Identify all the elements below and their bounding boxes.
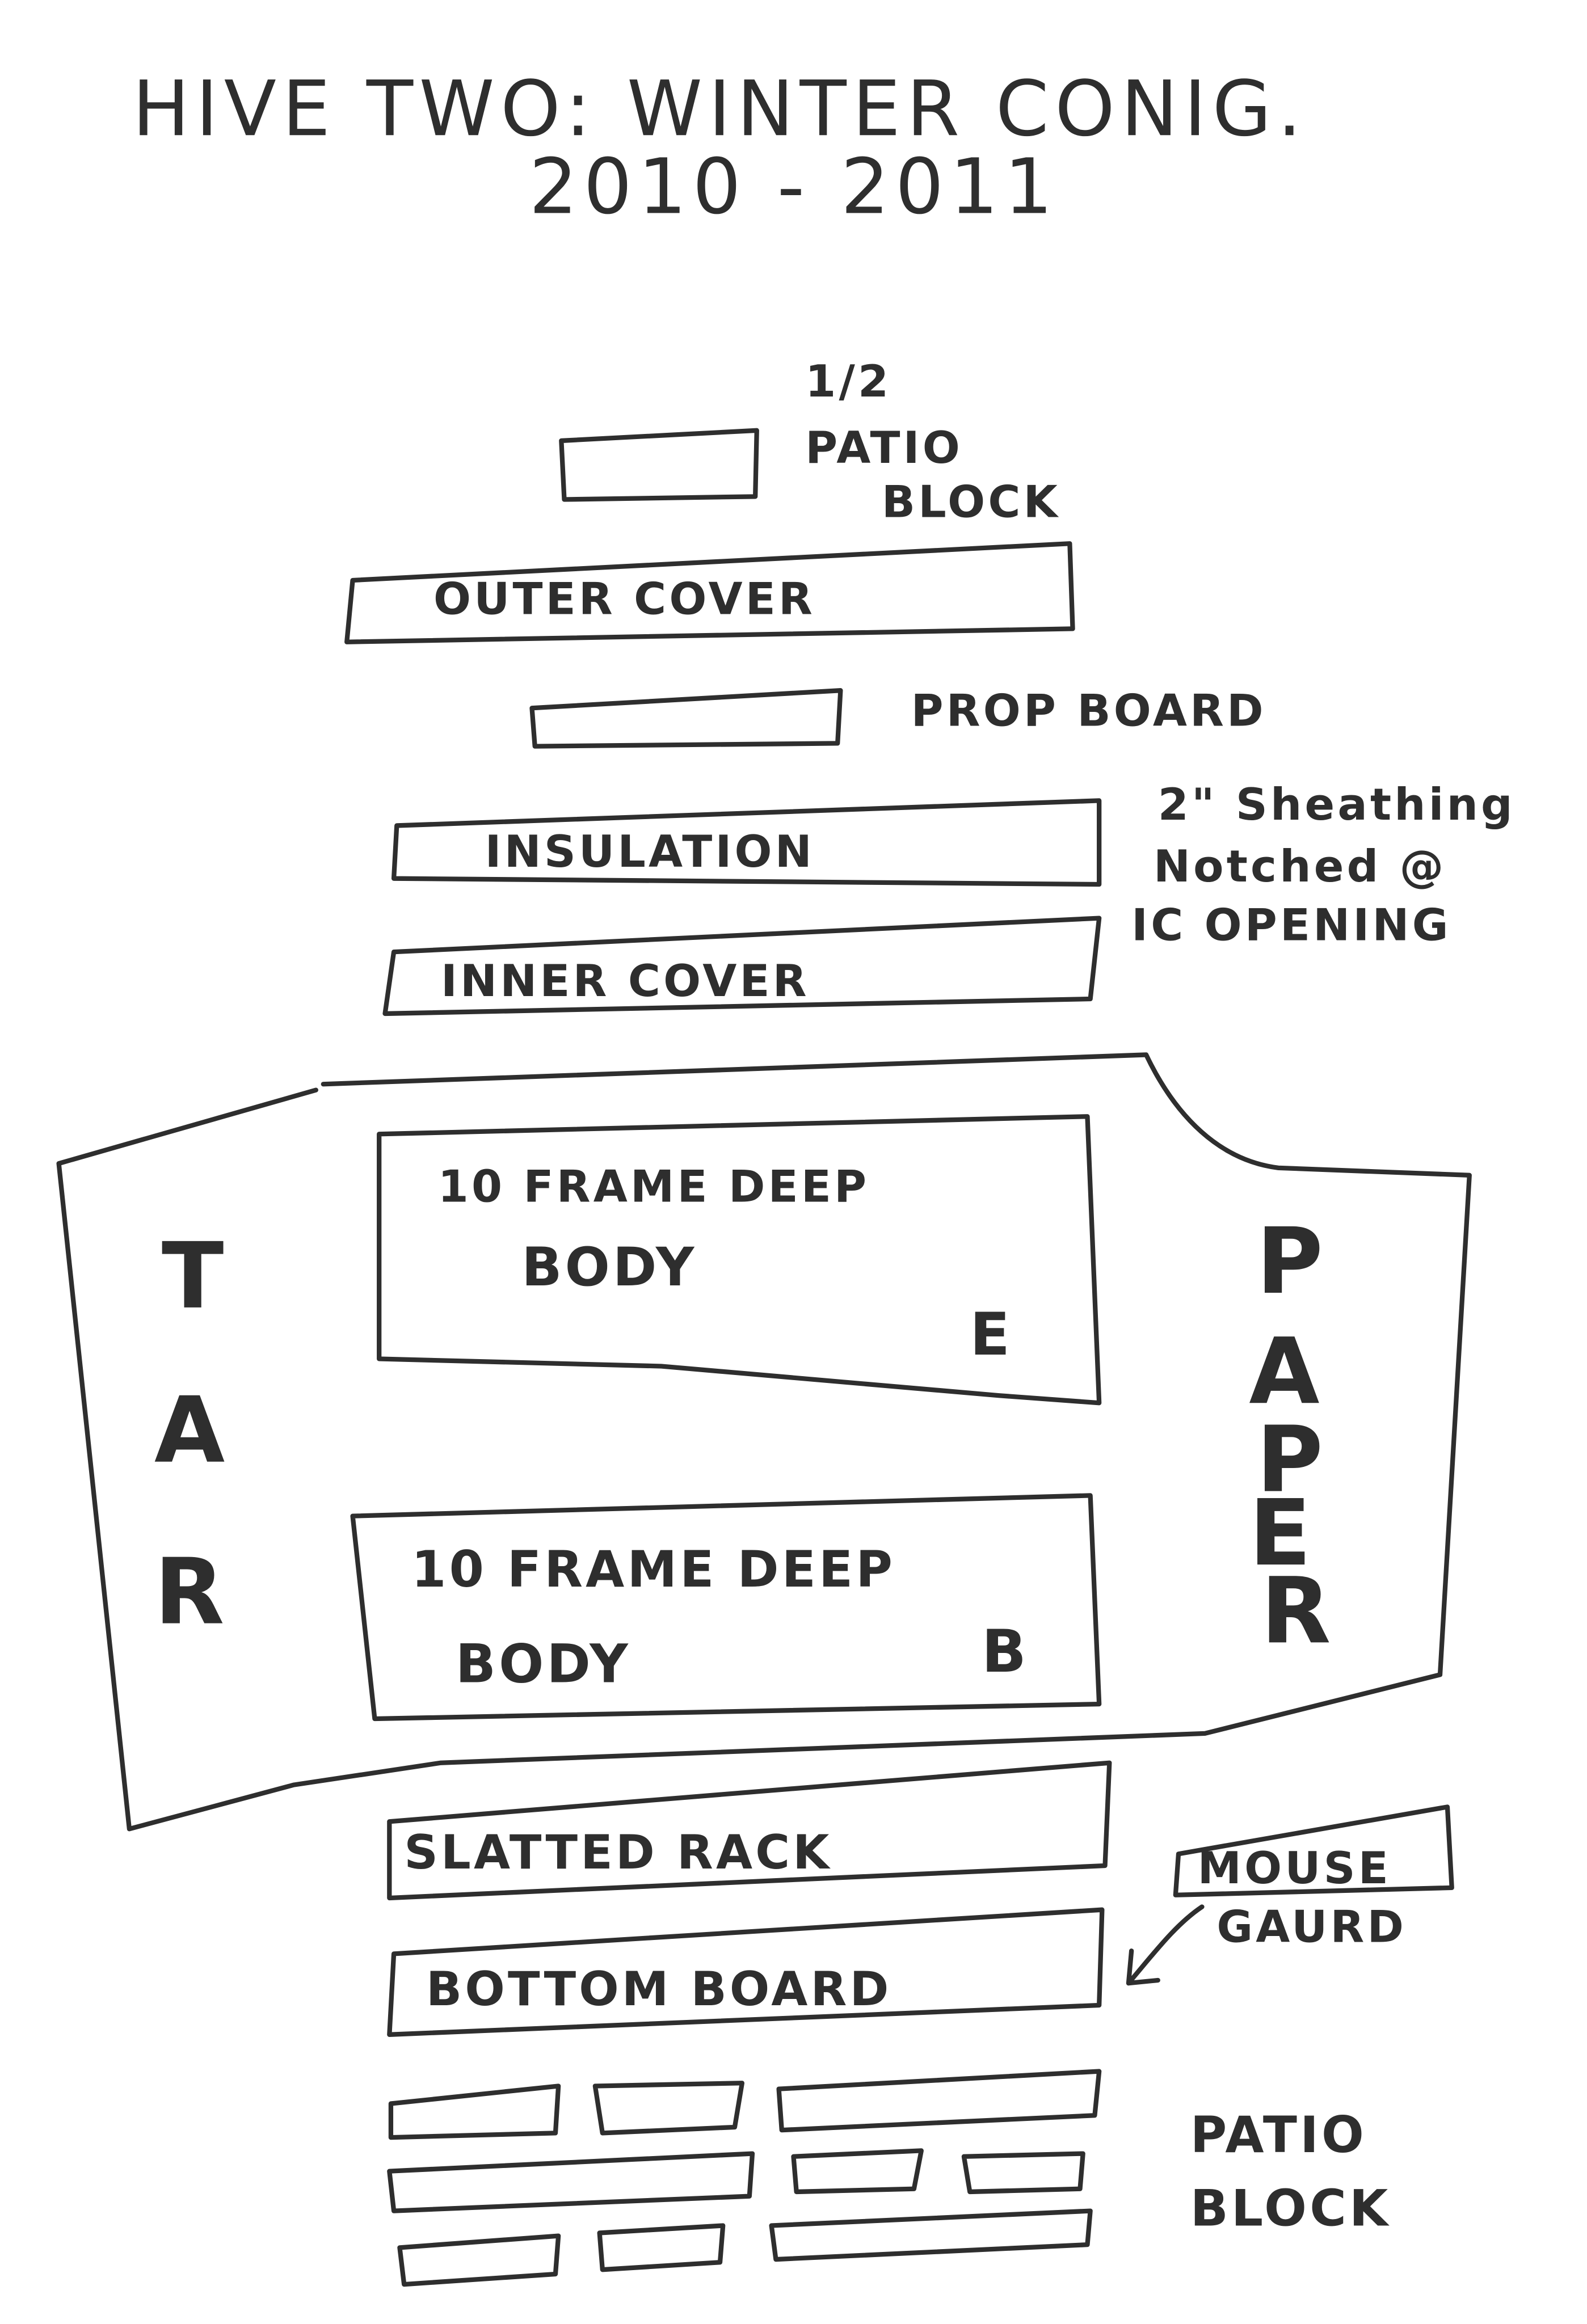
patio-block (592, 2081, 745, 2136)
patio-block (397, 2233, 561, 2287)
half-patio-label-2: PATIO (805, 423, 963, 474)
paper-letter-r: R (1261, 1558, 1334, 1664)
patio-block (387, 2151, 755, 2213)
half-patio-block-shape (559, 428, 759, 502)
arrow-icon (1126, 1904, 1205, 1986)
outer-cover-label: OUTER COVER (433, 574, 815, 625)
paper-letter-e: E (1249, 1480, 1314, 1586)
inner-cover-label: INNER COVER (441, 956, 810, 1007)
slatted-rack-label: SLATTED RACK (404, 1825, 832, 1880)
mouse-guard-label-2: GAURD (1216, 1902, 1407, 1953)
tar-paper-outline (56, 1052, 1472, 1832)
mouse-guard-label-1: MOUSE (1198, 1843, 1391, 1894)
paper-letter-a: A (1249, 1318, 1322, 1424)
half-patio-label-1: 1/2 (805, 356, 891, 407)
tar-letter-a: A (154, 1377, 228, 1483)
patio-block (791, 2148, 924, 2195)
upper-body-label-1: 10 FRAME DEEP (438, 1161, 870, 1212)
insulation-note-2: Notched @ (1154, 841, 1447, 892)
insulation-note-1: 2" Sheathing (1158, 779, 1516, 830)
lower-body-shape (350, 1493, 1102, 1722)
patio-block (597, 2223, 726, 2272)
mouse-guard-shape (1173, 1804, 1454, 1897)
title-line-1: HIVE TWO: WINTER CONIG. (132, 64, 1307, 153)
patio-block (776, 2069, 1102, 2133)
prop-board-shape (529, 688, 843, 749)
upper-body-shape (377, 1114, 1102, 1406)
lower-body-label-2: BODY (456, 1633, 631, 1694)
patio-block (388, 2083, 561, 2140)
bottom-board-shape (387, 1907, 1105, 2037)
tar-letter-t: T (162, 1223, 227, 1329)
title-line-2: 2010 - 2011 (529, 142, 1059, 231)
lower-body-tag: B (982, 1618, 1029, 1686)
patio-blocks (387, 2069, 1102, 2287)
outer-cover-shape (344, 541, 1075, 644)
insulation-label: INSULATION (485, 826, 815, 878)
bottom-board-label: BOTTOM BOARD (426, 1962, 892, 2017)
patio-block (769, 2208, 1093, 2262)
upper-body-tag: E (970, 1301, 1013, 1369)
paper-letter-p1: P (1256, 1208, 1326, 1314)
inner-cover-shape (382, 916, 1102, 1017)
patio-block-label-1: PATIO (1190, 2106, 1367, 2164)
patio-block (961, 2151, 1085, 2195)
paper-letter-p2: P (1256, 1407, 1326, 1513)
slatted-rack-shape (387, 1760, 1112, 1901)
lower-body-label-1: 10 FRAME DEEP (411, 1540, 895, 1598)
insulation-note-3: IC OPENING (1131, 900, 1451, 951)
upper-body-label-2: BODY (521, 1236, 697, 1298)
patio-block-label-2: BLOCK (1190, 2179, 1391, 2237)
tar-letter-r: R (154, 1539, 228, 1645)
prop-board-label: PROP BOARD (911, 685, 1266, 736)
half-patio-label-3: BLOCK (882, 477, 1060, 528)
insulation-shape (391, 798, 1102, 887)
